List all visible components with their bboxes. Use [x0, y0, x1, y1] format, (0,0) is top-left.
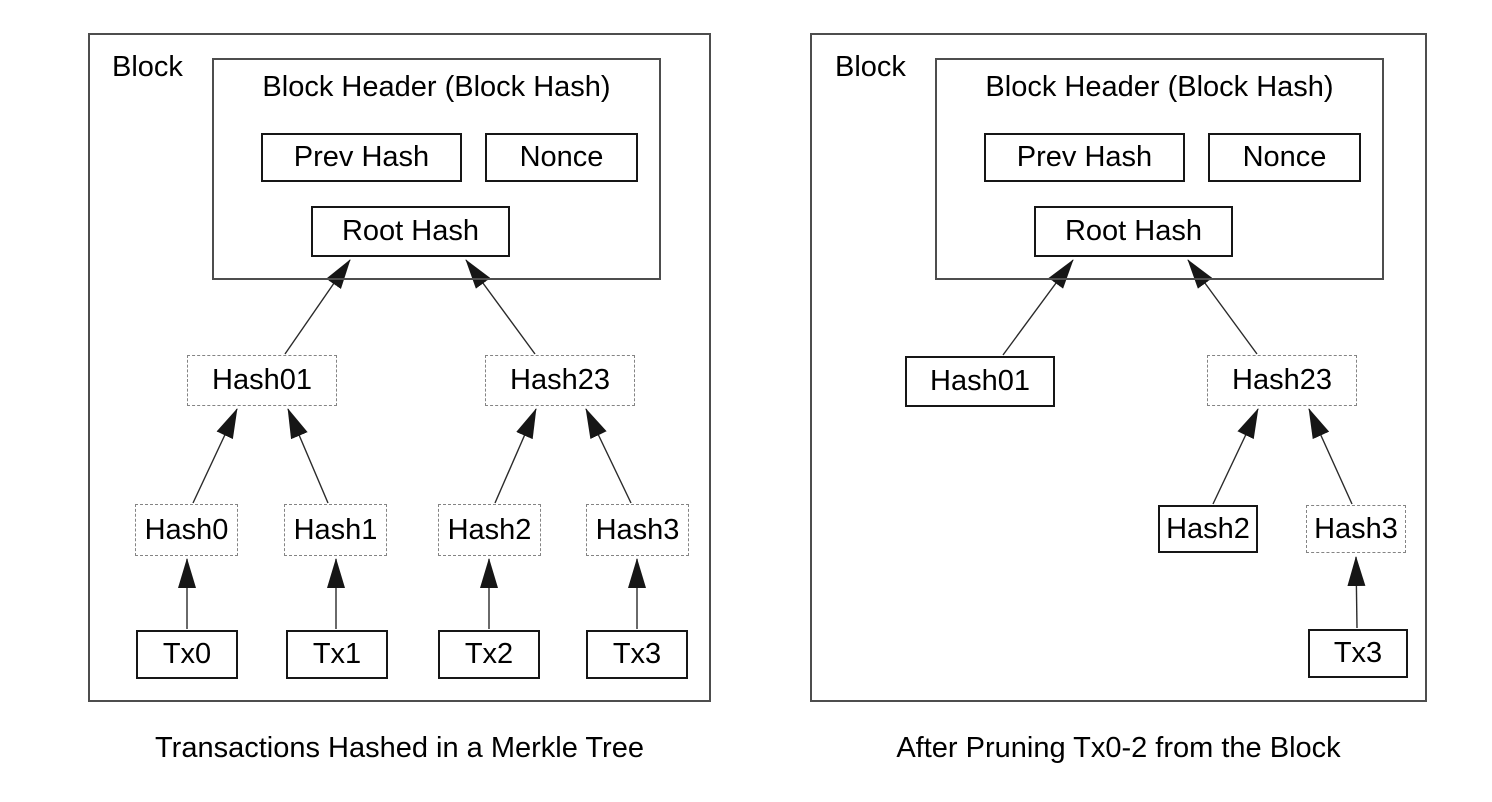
prev-hash-box: Prev Hash — [261, 133, 462, 182]
node-hash2: Hash2 — [438, 504, 541, 556]
root-hash-box: Root Hash — [311, 206, 510, 257]
block-header-title: Block Header (Block Hash) — [262, 71, 611, 103]
caption-merkle-tree: Transactions Hashed in a Merkle Tree — [155, 732, 644, 764]
node-hash01-pruned: Hash01 — [905, 356, 1055, 407]
block-header-box-pruned — [935, 58, 1384, 280]
node-tx3-pruned: Tx3 — [1308, 629, 1408, 678]
node-tx2: Tx2 — [438, 630, 540, 679]
node-tx0: Tx0 — [136, 630, 238, 679]
arrow-tx3-to-hash3-pruned — [1347, 556, 1366, 629]
block-header-box — [212, 58, 661, 280]
arrow-hash3-to-hash23-pruned — [1308, 408, 1353, 505]
node-hash0: Hash0 — [135, 504, 238, 556]
node-tx3: Tx3 — [586, 630, 688, 679]
arrow-hash01-to-root — [284, 259, 351, 355]
nonce-box: Nonce — [485, 133, 638, 182]
node-hash01: Hash01 — [187, 355, 337, 406]
block-label: Block — [112, 51, 183, 83]
arrow-hash0-to-hash01 — [192, 408, 238, 504]
block-header-title-pruned: Block Header (Block Hash) — [985, 71, 1334, 103]
caption-pruned-block: After Pruning Tx0-2 from the Block — [896, 732, 1341, 764]
node-hash3: Hash3 — [586, 504, 689, 556]
arrow-hash23-to-root — [465, 259, 536, 355]
arrow-hash23-to-root-pruned — [1187, 259, 1258, 355]
arrow-hash3-to-hash23 — [585, 408, 632, 504]
arrow-hash2-to-hash23 — [494, 408, 537, 504]
node-hash23: Hash23 — [485, 355, 635, 406]
node-tx1: Tx1 — [286, 630, 388, 679]
node-hash3-pruned: Hash3 — [1306, 505, 1406, 553]
block-label-pruned: Block — [835, 51, 906, 83]
prev-hash-box-pruned: Prev Hash — [984, 133, 1185, 182]
node-hash1: Hash1 — [284, 504, 387, 556]
node-hash23-pruned: Hash23 — [1207, 355, 1357, 406]
arrow-hash01-to-root-pruned — [1002, 259, 1074, 356]
node-hash2-pruned: Hash2 — [1158, 505, 1258, 553]
arrow-hash1-to-hash01 — [287, 408, 329, 504]
block-outer-box-pruned — [810, 33, 1427, 702]
arrow-hash2-to-hash23-pruned — [1212, 408, 1259, 505]
nonce-box-pruned: Nonce — [1208, 133, 1361, 182]
root-hash-box-pruned: Root Hash — [1034, 206, 1233, 257]
block-outer-box — [88, 33, 711, 702]
